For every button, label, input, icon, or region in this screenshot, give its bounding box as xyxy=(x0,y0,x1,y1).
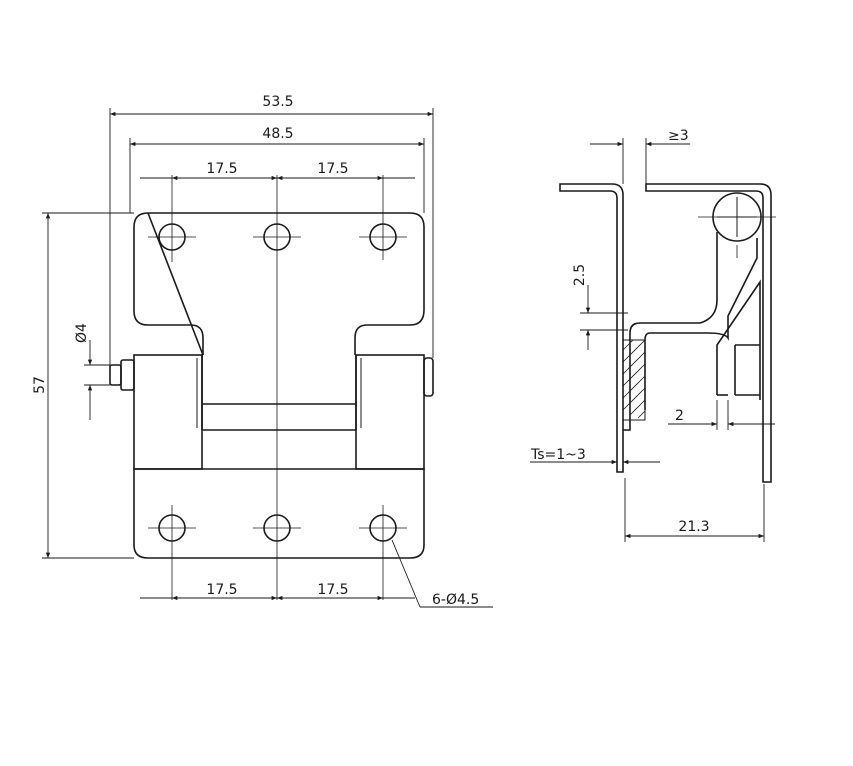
dim-gap: 2 xyxy=(675,408,684,424)
left-bracket xyxy=(559,183,624,473)
hinge-pin xyxy=(423,357,434,397)
dim-plate-width: 48.5 xyxy=(262,126,293,142)
mounting-hole xyxy=(263,514,291,542)
mounting-hole xyxy=(158,514,186,542)
dim-overall-width: 53.5 xyxy=(262,94,293,110)
mounting-hole xyxy=(263,223,291,251)
pin-head xyxy=(120,359,135,391)
right-knuckle xyxy=(355,354,425,470)
left-knuckle xyxy=(133,354,203,470)
dim-clearance: ≥3 xyxy=(668,128,689,144)
moving-arm xyxy=(623,232,758,431)
section-hatch xyxy=(622,339,646,421)
dim-depth: 21.3 xyxy=(678,519,709,535)
upper-leaf-outline xyxy=(133,212,425,356)
side-view: ≥3 2.5 2 Ts=1~3 21.3 xyxy=(530,128,776,542)
hole-callout: 6-Ø4.5 xyxy=(432,592,479,608)
front-view: 53.5 48.5 17.5 17.5 17.5 17.5 57 Ø4 6-Ø4… xyxy=(32,94,493,608)
dim-pin-diameter: Ø4 xyxy=(74,323,90,343)
mounting-hole xyxy=(158,223,186,251)
dim-top-pitch-right: 17.5 xyxy=(317,161,348,177)
mounting-hole xyxy=(369,223,397,251)
dim-offset: 2.5 xyxy=(572,264,588,286)
hole-leader xyxy=(391,539,421,608)
lower-leaf-outline xyxy=(133,468,425,559)
dim-bottom-pitch-left: 17.5 xyxy=(206,582,237,598)
right-leaf xyxy=(645,183,772,483)
dim-bottom-pitch-right: 17.5 xyxy=(317,582,348,598)
dim-top-pitch-left: 17.5 xyxy=(206,161,237,177)
mounting-hole xyxy=(369,514,397,542)
dim-height: 57 xyxy=(32,376,48,394)
dim-sheet-thickness: Ts=1~3 xyxy=(530,447,586,463)
